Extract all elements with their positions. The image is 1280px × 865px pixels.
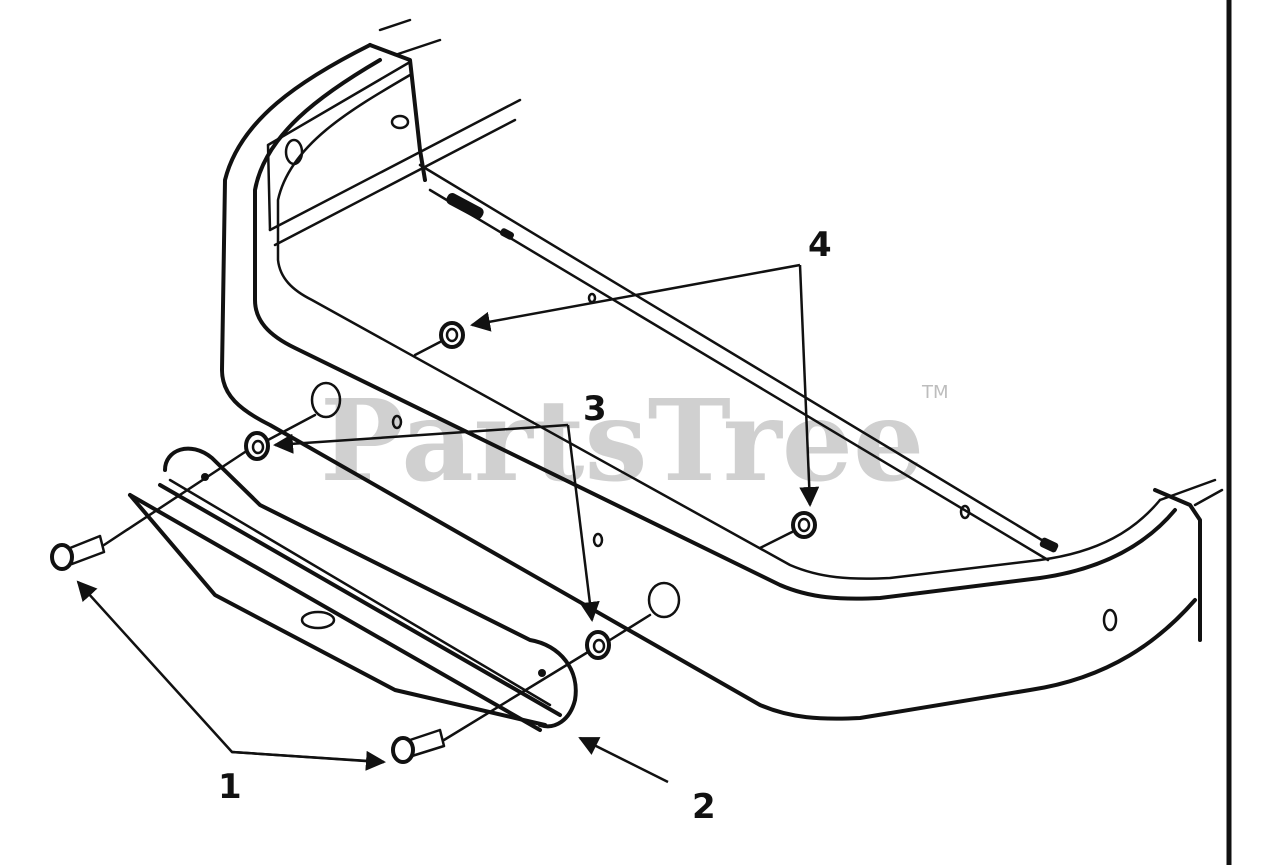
nut-right bbox=[791, 511, 817, 539]
carriage-bolt-lower bbox=[391, 728, 446, 764]
callout-3: 3 bbox=[583, 389, 607, 429]
watermark-trademark: TM bbox=[921, 382, 949, 403]
scraper-bracket bbox=[128, 446, 578, 732]
watermark-text: PartsTree bbox=[320, 376, 924, 507]
callout-2: 2 bbox=[692, 787, 716, 827]
watermark: PartsTree TM bbox=[320, 376, 949, 507]
callout-1: 1 bbox=[218, 767, 242, 807]
spacer-left bbox=[244, 431, 270, 461]
callout-labels: 4 3 1 2 bbox=[218, 225, 832, 827]
spacer-right bbox=[585, 630, 611, 660]
bumper-frame bbox=[220, 18, 1224, 721]
callout-4: 4 bbox=[808, 225, 832, 265]
leader-lines bbox=[76, 263, 820, 784]
nut-left bbox=[439, 321, 465, 349]
carriage-bolt-upper bbox=[50, 534, 106, 571]
assembly-lines bbox=[102, 340, 794, 742]
